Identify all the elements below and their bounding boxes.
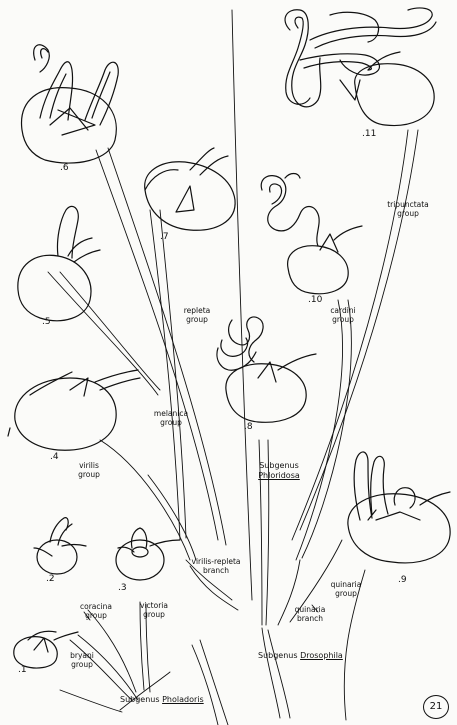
label-line: melanica <box>145 409 197 418</box>
branch-line <box>232 10 252 600</box>
branch-line <box>60 272 160 390</box>
specimen-number-5: .5 <box>42 318 51 327</box>
label-line: group <box>145 418 197 427</box>
label-line: quinaria <box>322 580 370 589</box>
branch-line <box>148 475 196 560</box>
genitalia-drawing-5 <box>18 206 100 320</box>
subgenus-word: Subgenus <box>258 651 298 660</box>
genitalia-drawing-2 <box>34 518 86 574</box>
cardini-group-label: cardini group <box>318 306 368 324</box>
specimen-number-1: .1 <box>18 666 27 675</box>
genitalia-drawing-4 <box>8 370 140 450</box>
subgenus-name: Phloridosa <box>248 471 310 481</box>
page-number: 21 <box>423 695 449 719</box>
genitalia-drawing-3 <box>116 528 180 580</box>
specimen-number-6: .6 <box>60 164 69 173</box>
branch-line <box>160 210 186 538</box>
label-line: branch <box>286 614 334 623</box>
label-line: virilis-repleta <box>182 557 250 566</box>
specimen-number-10: .10 <box>308 296 322 305</box>
virilis-repleta-branch-label: virilis-repleta branch <box>182 557 250 575</box>
bryani-group-label: bryani group <box>60 651 104 669</box>
branch-line <box>108 148 226 545</box>
subgenus-name: Pholadoris <box>162 695 204 704</box>
branch-line <box>48 272 158 395</box>
label-line: tripunctata <box>378 200 438 209</box>
branch-line <box>200 640 228 725</box>
label-line: group <box>172 315 222 324</box>
specimen-number-4: .4 <box>50 453 59 462</box>
quinaria-group-label: quinaria group <box>322 580 370 598</box>
label-line: group <box>66 470 112 479</box>
label-line: virilis <box>66 461 112 470</box>
specimen-number-11: .11 <box>362 130 376 139</box>
subgenus-phloridosa-label: Subgenus Phloridosa <box>248 461 310 481</box>
genitalia-drawing-10 <box>261 174 362 294</box>
label-line: group <box>72 611 120 620</box>
label-line: bryani <box>60 651 104 660</box>
subgenus-drosophila-label: Subgenus Drosophila <box>258 651 343 661</box>
specimen-number-9: .9 <box>398 576 407 585</box>
label-line: coracina <box>72 602 120 611</box>
label-line: group <box>60 660 104 669</box>
label-line: repleta <box>172 306 222 315</box>
quinaria-branch-label: quinaria branch <box>286 605 334 623</box>
victoria-group-label: victoria group <box>130 601 178 619</box>
label-line: victoria <box>130 601 178 610</box>
branch-line <box>60 690 122 712</box>
genitalia-drawing-9 <box>348 452 450 563</box>
subgenus-word: Subgenus <box>248 461 310 471</box>
tripunctata-group-label: tripunctata group <box>378 200 438 218</box>
label-line: cardini <box>318 306 368 315</box>
branch-line <box>268 630 290 718</box>
label-line: group <box>322 589 370 598</box>
subgenus-word: Subgenus <box>120 695 160 704</box>
genitalia-drawing-8 <box>217 317 316 422</box>
specimen-number-2: .2 <box>46 575 55 584</box>
genitalia-drawing-11 <box>285 8 436 126</box>
branch-line <box>300 130 418 530</box>
subgenus-pholadoris-label: Subgenus Pholadoris <box>120 695 204 705</box>
branch-line <box>70 640 132 700</box>
repleta-group-label: repleta group <box>172 306 222 324</box>
label-line: branch <box>182 566 250 575</box>
subgenus-name: Drosophila <box>300 651 343 660</box>
label-line: group <box>378 209 438 218</box>
specimen-number-8: .8 <box>244 423 253 432</box>
virilis-group-label: virilis group <box>66 461 112 479</box>
specimen-number-3: .3 <box>118 584 127 593</box>
melanica-group-label: melanica group <box>145 409 197 427</box>
branch-line <box>302 300 351 558</box>
label-line: group <box>318 315 368 324</box>
specimen-number-7: .7 <box>160 233 169 242</box>
label-line: group <box>130 610 178 619</box>
branch-line <box>100 440 190 560</box>
branch-line <box>296 300 342 560</box>
branch-line <box>192 645 218 725</box>
genitalia-drawing-6 <box>22 45 119 163</box>
genitalia-drawing-7 <box>145 148 235 230</box>
coracina-group-label: coracina group <box>72 602 120 620</box>
label-line: quinaria <box>286 605 334 614</box>
